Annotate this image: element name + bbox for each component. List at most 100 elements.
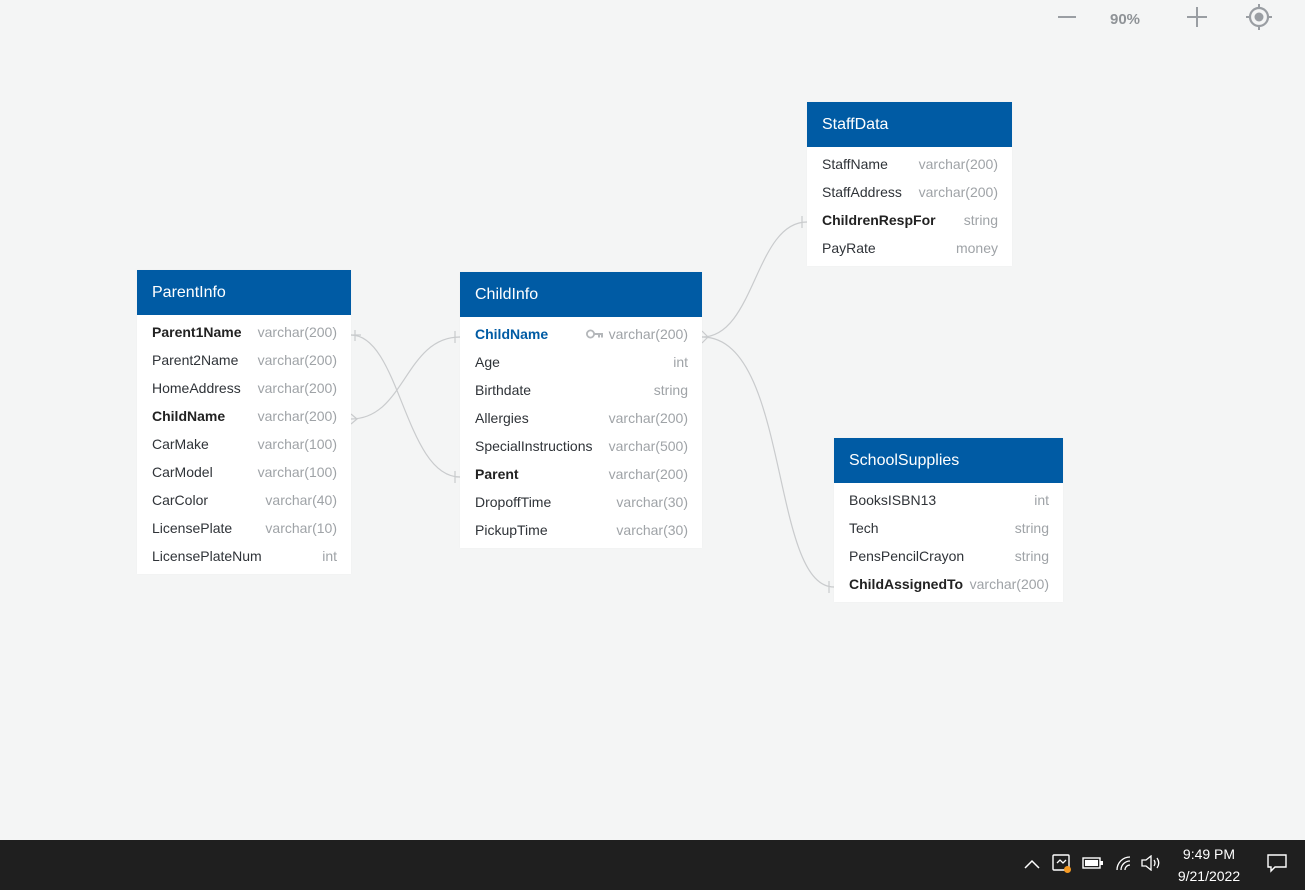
field-type: varchar(200) [257,352,337,368]
field-name: Tech [849,520,879,536]
tray-app-button[interactable] [1048,840,1076,890]
key-icon [585,329,604,339]
field-name: Parent1Name [152,324,242,340]
chevron-up-icon [1024,856,1040,874]
table-header[interactable]: StaffData [807,102,1012,147]
diagram-canvas[interactable]: 90% StaffData StaffName varchar(200) Staf… [0,0,1305,840]
field-type: varchar(200) [608,410,688,426]
field-type: varchar(200) [257,380,337,396]
table-header[interactable]: SchoolSupplies [834,438,1063,483]
volume-button[interactable] [1138,840,1164,890]
table-staffdata[interactable]: StaffData StaffName varchar(200) StaffAdd… [807,102,1012,266]
field-row[interactable]: LicensePlate varchar(10) [137,514,351,542]
field-type: int [673,354,688,370]
field-name: Birthdate [475,382,532,398]
table-header[interactable]: ChildInfo [460,272,702,317]
field-type: varchar(200) [257,324,337,340]
field-name: DropoffTime [475,494,552,510]
field-type: varchar(100) [257,464,337,480]
show-hidden-icons-button[interactable] [1020,840,1044,890]
field-type: varchar(30) [616,494,688,510]
field-name: CarMake [152,436,209,452]
notification-icon [1266,853,1288,878]
speaker-icon [1140,854,1162,876]
field-type: varchar(200) [257,408,337,424]
field-row[interactable]: ChildName varchar(200) [137,402,351,430]
clock-date: 9/21/2022 [1177,868,1241,884]
recenter-button[interactable] [1244,3,1274,33]
field-row[interactable]: ChildName varchar(200) [460,320,702,348]
battery-icon [1082,856,1104,875]
field-name: CarModel [152,464,213,480]
zoom-level: 90% [1109,10,1141,28]
wifi-icon [1115,855,1135,876]
field-type: int [1034,492,1049,508]
field-type: varchar(10) [265,520,337,536]
field-row[interactable]: StaffAddress varchar(200) [807,178,1012,206]
field-row[interactable]: ChildAssignedTo varchar(200) [834,570,1063,598]
zoom-in-button[interactable] [1182,5,1212,33]
field-row[interactable]: Parent varchar(200) [460,460,702,488]
field-type: string [963,212,998,228]
field-type: money [955,240,998,256]
field-name: HomeAddress [152,380,241,396]
field-row[interactable]: DropoffTime varchar(30) [460,488,702,516]
table-parentinfo[interactable]: ParentInfo Parent1Name varchar(200) Paren… [137,270,351,574]
field-type: varchar(200) [608,466,688,482]
field-type: varchar(200) [969,576,1049,592]
field-row[interactable]: LicensePlateNum int [137,542,351,570]
field-name: PayRate [822,240,876,256]
field-name: Parent [475,466,519,482]
plus-icon [1187,6,1207,32]
field-type: varchar(200) [608,326,688,342]
field-type: varchar(500) [608,438,688,454]
zoom-out-button[interactable] [1052,5,1082,33]
field-name: StaffAddress [822,184,902,200]
field-name: ChildName [152,408,226,424]
clock-time: 9:49 PM [1182,846,1236,862]
field-name: BooksISBN13 [849,492,937,508]
network-button[interactable] [1112,840,1138,890]
field-type-wrapper: varchar(200) [585,326,688,342]
field-type: varchar(30) [616,522,688,538]
app-tray-icon [1051,852,1073,879]
field-type: int [322,548,337,564]
field-row[interactable]: ChildrenRespFor string [807,206,1012,234]
field-row[interactable]: SpecialInstructions varchar(500) [460,432,702,460]
link-childname-childassignedto [701,336,835,588]
field-type: string [1014,548,1049,564]
field-row[interactable]: StaffName varchar(200) [807,150,1012,178]
battery-button[interactable] [1080,840,1106,890]
field-type: varchar(200) [918,184,998,200]
field-name: ChildAssignedTo [849,576,964,592]
link-parent1name-parent [350,334,461,478]
field-type: varchar(200) [918,156,998,172]
field-name: ChildrenRespFor [822,212,936,228]
field-row[interactable]: Tech string [834,514,1063,542]
field-name: LicensePlate [152,520,233,536]
table-schoolsupplies[interactable]: SchoolSupplies BooksISBN13 int Tech string… [834,438,1063,602]
field-row[interactable]: CarModel varchar(100) [137,458,351,486]
table-header[interactable]: ParentInfo [137,270,351,315]
field-type: string [1014,520,1049,536]
field-name: LicensePlateNum [152,548,262,564]
field-name: SpecialInstructions [475,438,593,454]
field-row[interactable]: Parent1Name varchar(200) [137,318,351,346]
field-row[interactable]: BooksISBN13 int [834,486,1063,514]
notifications-button[interactable] [1262,840,1292,890]
minus-icon [1058,8,1076,31]
field-row[interactable]: PayRate money [807,234,1012,262]
field-name: ChildName [475,326,549,342]
field-name: StaffName [822,156,888,172]
clock[interactable]: 9:49 PM 9/21/2022 [1168,840,1250,890]
field-row[interactable]: HomeAddress varchar(200) [137,374,351,402]
